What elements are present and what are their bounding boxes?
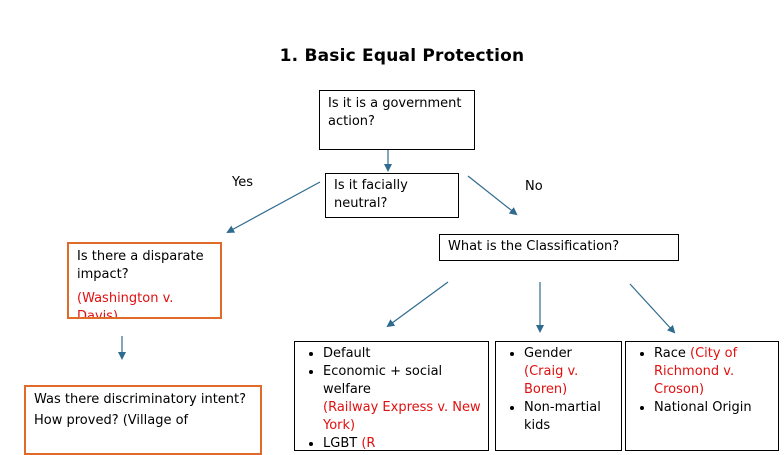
list-item: LGBT (R — [323, 435, 482, 450]
arrow-no — [467, 175, 518, 216]
how-proved-text: How proved? (Village of — [34, 413, 189, 428]
no-label: No — [525, 179, 543, 194]
list-item: Race (City of Richmond v. Croson) — [654, 345, 772, 399]
discriminatory-intent-extra: How proved? (Village of — [34, 412, 252, 430]
strict-tier-list: Race (City of Richmond v. Croson) Nation… — [632, 345, 772, 417]
arrow-to-default — [386, 281, 449, 328]
default-tier-list: Default Economic + social welfare(Railwa… — [301, 345, 482, 450]
government-action-box: Is it is a government action? — [319, 90, 475, 150]
intermediate-tier-box: Gender(Craig v. Boren) Non-martial kids — [495, 341, 622, 451]
strict-tier-box: Race (City of Richmond v. Croson) Nation… — [625, 341, 779, 451]
list-item: Gender(Craig v. Boren) — [524, 345, 615, 399]
discriminatory-intent-question: Was there discriminatory intent? — [34, 392, 247, 407]
arrow-yes — [226, 181, 321, 233]
intermediate-tier-list: Gender(Craig v. Boren) Non-martial kids — [502, 345, 615, 435]
discriminatory-intent-box: Was there discriminatory intent? How pro… — [24, 385, 262, 455]
yes-label: Yes — [232, 175, 253, 190]
arrow-to-strict — [629, 283, 676, 334]
classification-text: What is the Classification? — [448, 239, 620, 254]
government-action-text: Is it is a government action? — [328, 96, 462, 129]
default-tier-box: Default Economic + social welfare(Railwa… — [294, 341, 489, 451]
list-item: Default — [323, 345, 482, 363]
facially-neutral-text: Is it facially neutral? — [334, 178, 408, 211]
list-item: Non-martial kids — [524, 399, 615, 435]
disparate-impact-question: Is there a disparate impact? — [77, 249, 204, 282]
washington-v-davis-case: (Washington v. Davis) — [77, 291, 174, 319]
disparate-impact-box: Is there a disparate impact? (Washington… — [67, 242, 222, 319]
facially-neutral-box: Is it facially neutral? — [325, 173, 459, 218]
flow-arrows — [118, 150, 676, 360]
list-item: National Origin — [654, 399, 772, 417]
classification-box: What is the Classification? — [439, 234, 679, 261]
page-title: 1. Basic Equal Protection — [279, 46, 525, 66]
list-item: Economic + social welfare(Railway Expres… — [323, 363, 482, 435]
